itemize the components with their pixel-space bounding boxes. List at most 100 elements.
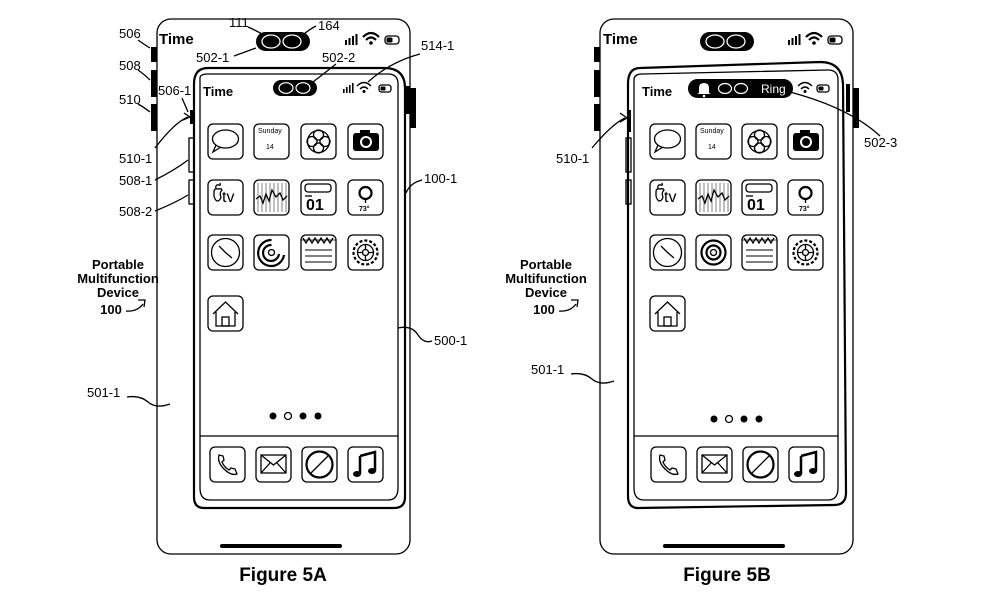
- weather-icon[interactable]: 73°: [347, 179, 384, 216]
- clock-icon[interactable]: [207, 234, 244, 271]
- inner-signal-icon-a: [343, 83, 354, 93]
- outer-battery-icon-b: [827, 35, 843, 45]
- home-indicator-a: [220, 544, 342, 548]
- page-dots-a: [269, 411, 322, 421]
- svg-text:tv: tv: [664, 189, 676, 206]
- outer-status-time-a: Time: [159, 31, 194, 48]
- mail-icon[interactable]: [255, 446, 292, 483]
- ref-514-1: 514-1: [421, 38, 454, 53]
- device-label-a-line4: 100: [100, 302, 122, 317]
- mail-icon[interactable]: [696, 446, 733, 483]
- device-label-b-line1: Portable: [520, 257, 572, 272]
- clock-icon[interactable]: [649, 234, 686, 271]
- svg-text:01: 01: [747, 197, 765, 214]
- fitness-rings-icon[interactable]: [253, 234, 290, 271]
- inner-device-body-b: [626, 60, 848, 510]
- phone-icon[interactable]: [650, 446, 687, 483]
- ref-100-1: 100-1: [424, 171, 457, 186]
- calendar-icon[interactable]: Sunday 14: [253, 123, 290, 160]
- figure-5a-caption: Figure 5A: [239, 565, 327, 586]
- fitness-rings-icon[interactable]: [695, 234, 732, 271]
- svg-text:Sunday: Sunday: [258, 128, 282, 135]
- outer-signal-icon-a: [345, 34, 358, 45]
- inner-wifi-icon-b: [797, 81, 813, 93]
- calendar-icon[interactable]: Sunday 14: [695, 123, 732, 160]
- notes-icon[interactable]: [741, 234, 778, 271]
- svg-text:14: 14: [266, 144, 274, 151]
- device-label-b-line2: Multifunction: [505, 271, 587, 286]
- ref-164: 164: [318, 18, 340, 33]
- inner-status-time-a: Time: [203, 84, 233, 99]
- outer-wifi-icon-b: [805, 31, 823, 45]
- inner-battery-icon-b: [816, 84, 830, 93]
- ref-508-2: 508-2: [119, 204, 152, 219]
- ref-502-3: 502-3: [864, 135, 897, 150]
- inner-wifi-icon-a: [356, 81, 372, 93]
- ref-111: 111: [229, 15, 249, 30]
- outer-wifi-icon-a: [362, 31, 380, 45]
- expanded-dynamic-island-b: [688, 79, 793, 98]
- figure-5b: Time Time Ring: [505, 18, 897, 586]
- photos-icon[interactable]: [300, 123, 337, 160]
- inner-battery-icon-a: [378, 84, 392, 93]
- device-label-a-line3: Device: [97, 285, 139, 300]
- ref-501-1-b: 501-1: [531, 362, 564, 377]
- tv-icon[interactable]: tv: [649, 179, 686, 216]
- island-ring-text: Ring: [761, 82, 786, 96]
- news-icon[interactable]: 01: [300, 179, 337, 216]
- outer-device-body-b: [599, 18, 854, 555]
- device-label-a-line1: Portable: [92, 257, 144, 272]
- ref-502-2: 502-2: [322, 50, 355, 65]
- home-icon[interactable]: [649, 295, 686, 332]
- tv-icon[interactable]: tv: [207, 179, 244, 216]
- svg-text:tv: tv: [222, 189, 234, 206]
- bell-icon: [697, 83, 711, 98]
- camera-icon[interactable]: [787, 123, 824, 160]
- speech-bubble-icon[interactable]: [649, 123, 686, 160]
- outer-battery-icon-a: [384, 35, 400, 45]
- news-icon[interactable]: 01: [741, 179, 778, 216]
- settings-gear-icon[interactable]: [347, 234, 384, 271]
- device-label-b-line3: Device: [525, 285, 567, 300]
- svg-text:14: 14: [708, 144, 716, 151]
- compass-icon[interactable]: [742, 446, 779, 483]
- ref-506: 506: [119, 26, 141, 41]
- device-label-b-line4: 100: [533, 302, 555, 317]
- ref-500-1: 500-1: [434, 333, 467, 348]
- compass-icon[interactable]: [301, 446, 338, 483]
- ref-510-1: 510-1: [119, 151, 152, 166]
- inner-device-body-a: [192, 66, 407, 510]
- svg-text:73°: 73°: [359, 205, 370, 213]
- ref-501-1: 501-1: [87, 385, 120, 400]
- figure-5b-caption: Figure 5B: [683, 565, 771, 586]
- music-note-icon[interactable]: [347, 446, 384, 483]
- ref-506-1: 506-1: [158, 83, 191, 98]
- outer-signal-icon-b: [788, 34, 801, 45]
- ref-510-1-b: 510-1: [556, 151, 589, 166]
- svg-text:Sunday: Sunday: [700, 128, 724, 135]
- device-label-a-line2: Multifunction: [77, 271, 159, 286]
- side-button-508: [151, 70, 157, 97]
- ref-508: 508: [119, 58, 141, 73]
- power-button-a: [410, 88, 416, 128]
- phone-icon[interactable]: [209, 446, 246, 483]
- camera-icon[interactable]: [347, 123, 384, 160]
- inner-dynamic-island-a: [273, 80, 317, 96]
- settings-gear-icon[interactable]: [787, 234, 824, 271]
- photos-icon[interactable]: [741, 123, 778, 160]
- stocks-icon[interactable]: [695, 179, 732, 216]
- inner-status-time-b: Time: [642, 84, 672, 99]
- speech-bubble-icon[interactable]: [211, 129, 240, 154]
- outer-status-time-b: Time: [603, 31, 638, 48]
- home-indicator-b: [663, 544, 785, 548]
- stocks-icon[interactable]: [253, 179, 290, 216]
- figure-5a: Time Time: [77, 15, 467, 586]
- home-icon[interactable]: [207, 295, 244, 332]
- notes-icon[interactable]: [300, 234, 337, 271]
- side-button-510: [151, 104, 157, 131]
- weather-icon[interactable]: 73°: [787, 179, 824, 216]
- ref-508-1: 508-1: [119, 173, 152, 188]
- ref-502-1: 502-1: [196, 50, 229, 65]
- music-note-icon[interactable]: [788, 446, 825, 483]
